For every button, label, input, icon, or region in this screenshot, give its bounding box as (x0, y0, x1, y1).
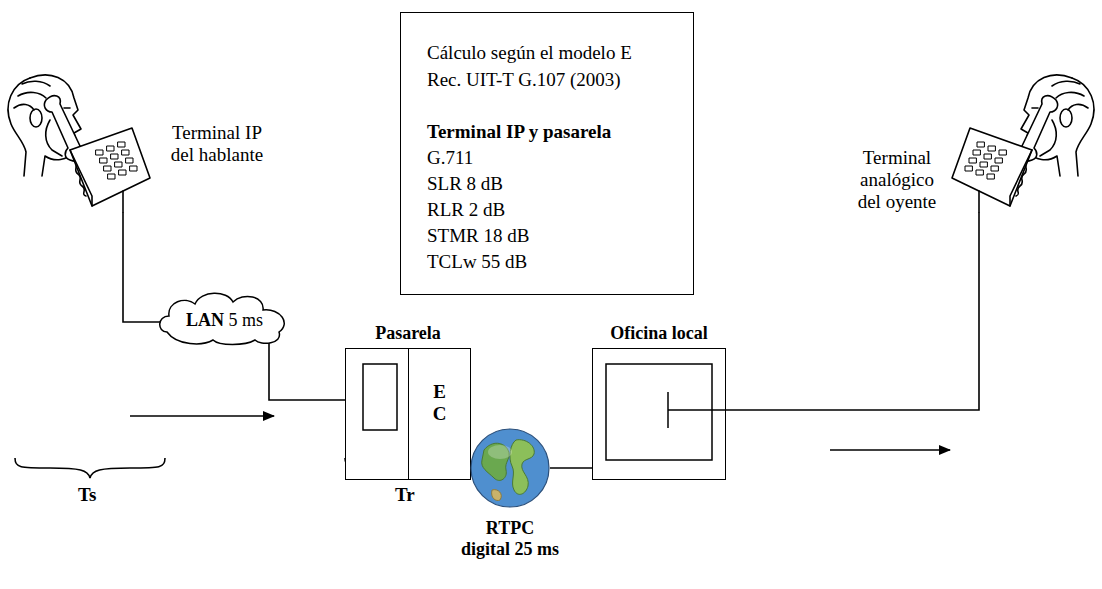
parameter-line: RLR 2 dB (427, 197, 669, 223)
terminal-label: Terminal analógico del oyente (850, 147, 944, 213)
cloud-label: LAN 5 ms (157, 309, 292, 331)
box-heading: Cálculo según el modelo E Rec. UIT-T G.1… (427, 39, 669, 93)
pstn-globe: RTPC digital 25 ms (470, 428, 550, 508)
ec-label: E C (433, 381, 447, 425)
direction-arrow (830, 449, 950, 450)
local-office-box: Oficina local (592, 348, 726, 480)
lan-cloud: LAN 5 ms (157, 288, 292, 346)
time-label: Tr (395, 484, 415, 506)
globe-icon (470, 428, 550, 508)
cloud-outline (160, 293, 285, 344)
parameter-line: STMR 18 dB (427, 223, 669, 249)
connector-line (550, 467, 592, 469)
connector-line (123, 212, 160, 322)
globe (471, 429, 549, 507)
listener-person (952, 75, 1094, 212)
gateway-symbol (363, 364, 397, 430)
parameter-line: TCLw 55 dB (427, 249, 669, 275)
box-subheading: Terminal IP y pasarela (427, 119, 669, 145)
time-label: Ts (78, 484, 96, 506)
connector-line (269, 343, 345, 400)
echo-canceller: E C (408, 348, 470, 480)
switch-frame (606, 364, 712, 460)
model-box: Cálculo según el modelo E Rec. UIT-T G.1… (400, 12, 694, 295)
office-inner (592, 348, 726, 480)
globe-shine (488, 445, 512, 459)
terminal-node: Terminal IP del hablante (0, 70, 280, 212)
gateway-box: PasarelaE C (345, 348, 471, 480)
pstn-label: RTPC digital 25 ms (460, 518, 560, 560)
continent (510, 440, 534, 495)
continent (492, 490, 502, 501)
speaker-person (8, 75, 150, 212)
box-title: Pasarela (326, 322, 490, 344)
brace (15, 458, 165, 478)
parameter-line: SLR 8 dB (427, 171, 669, 197)
terminal-label: Terminal IP del hablante (165, 122, 269, 166)
direction-arrow (130, 415, 274, 416)
box-title: Oficina local (573, 322, 745, 344)
switch-line (668, 409, 726, 411)
parameter-line: G.711 (427, 145, 669, 171)
connector-line (726, 212, 979, 410)
terminal-node: Terminal analógico del oyente (850, 75, 1102, 212)
